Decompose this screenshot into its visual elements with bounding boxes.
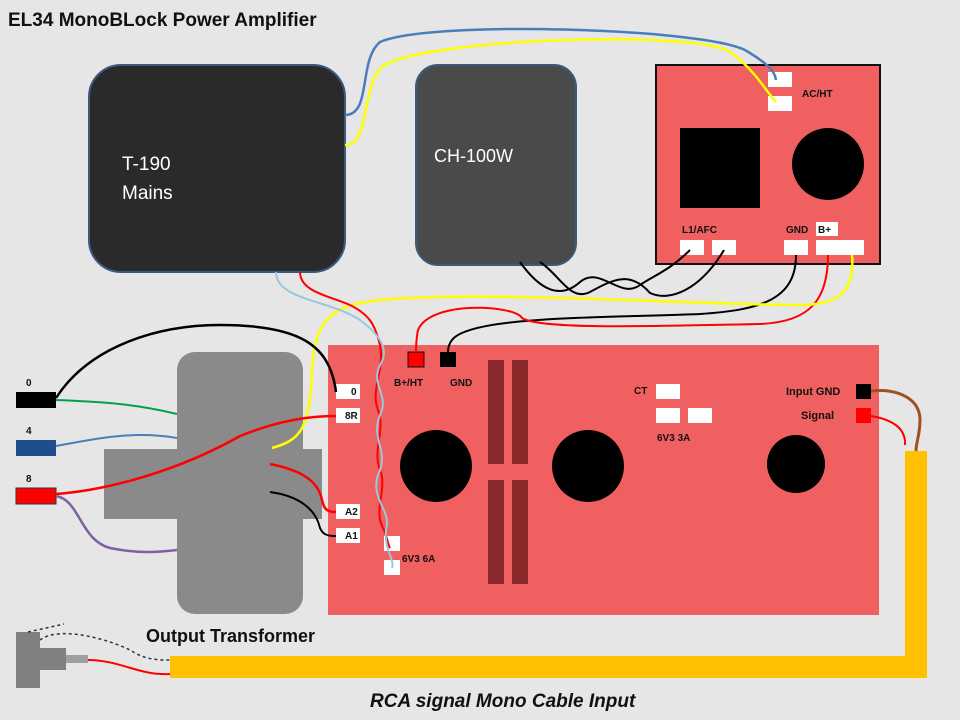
amp-tap-8r-pad <box>336 408 360 423</box>
psu-b-plus-pad-1 <box>816 240 840 255</box>
psu-gnd-label: GND <box>786 225 808 236</box>
psu-rectifier-square <box>680 128 760 208</box>
choke-twisted-wire-2 <box>539 249 725 297</box>
psu-b-plus-pad-2 <box>840 240 864 255</box>
amp-a1-pad <box>336 528 360 543</box>
amp-ct-label: CT <box>634 386 647 397</box>
ot-purple-wire <box>55 494 178 554</box>
speaker-terminal-8 <box>15 487 57 505</box>
rca-dashed-wire-2 <box>27 623 65 633</box>
ot-red-wire-8 <box>55 414 337 496</box>
amp-input-gnd-terminal <box>856 384 871 399</box>
amp-tap-0-pad <box>336 384 360 399</box>
mains-yellow-wire <box>344 38 777 147</box>
ot-red-wire-a2 <box>269 462 337 514</box>
amp-a2-pad <box>336 504 360 519</box>
mains-red-wire <box>299 271 391 549</box>
psu-b-plus-label: B+ <box>818 225 831 236</box>
input-red-wire <box>870 415 907 446</box>
amp-b-plus-ht-label: B+/HT <box>394 378 423 389</box>
amp-heater-6a-label: 6V3 6A <box>402 554 435 565</box>
amp-tap-8r-label: 8R <box>345 411 359 422</box>
power-tube-2 <box>552 430 624 502</box>
heatsink-2-upper <box>512 360 528 464</box>
psu-b-plus-wire <box>415 254 829 353</box>
power-tube-1 <box>400 430 472 502</box>
speaker-terminal-0-label: 0 <box>26 378 32 389</box>
rca-plug-body <box>16 632 40 688</box>
rca-plug-tip <box>66 655 88 663</box>
choke <box>415 64 577 266</box>
output-transformer-winding <box>104 449 322 519</box>
ot-black-wire-a1 <box>269 491 337 537</box>
mains-transformer <box>88 64 346 273</box>
speaker-terminal-0 <box>16 392 56 408</box>
speaker-terminal-4 <box>16 440 56 456</box>
rca-red-wire <box>87 659 171 676</box>
amp-tap-0-label: 0 <box>351 387 357 398</box>
mains-transformer-label-1: T-190 <box>122 154 171 175</box>
rca-plug-pin <box>40 648 66 670</box>
heatsink-1-lower <box>488 480 504 584</box>
psu-l1-afc-label: L1/AFC <box>682 225 717 236</box>
amp-signal-terminal <box>856 408 871 423</box>
input-brown-wire <box>870 389 922 452</box>
heatsink-1-upper <box>488 360 504 464</box>
ot-green-wire <box>55 399 178 415</box>
psu-ac-ht-label: AC/HT <box>802 89 833 100</box>
output-transformer-label: Output Transformer <box>146 626 315 646</box>
diagram-caption: RCA signal Mono Cable Input <box>370 691 636 712</box>
amp-gnd-terminal <box>440 352 456 367</box>
speaker-terminal-8-label: 8 <box>26 474 32 485</box>
mains-transformer-label-2: Mains <box>122 183 173 204</box>
amp-a2-label: A2 <box>345 507 358 518</box>
amp-input-gnd-label: Input GND <box>786 386 840 398</box>
rca-signal-cable <box>170 451 927 678</box>
psu-b-plus-label-pad <box>816 222 838 236</box>
psu-gnd-pad <box>784 240 808 255</box>
psu-l1-pad-1 <box>680 240 704 255</box>
ot-blue-wire <box>55 434 178 447</box>
choke-label: CH-100W <box>434 146 513 166</box>
mains-blue-wire <box>344 27 778 117</box>
ot-black-wire-0 <box>54 323 338 399</box>
psu-l1-pad-2 <box>712 240 736 255</box>
amp-heater-3a-pad-2 <box>688 408 712 423</box>
diagram-title: EL34 MonoBLock Power Amplifier <box>8 10 317 31</box>
psu-ac-ht-pad-1 <box>768 72 792 87</box>
choke-twisted-wire-1 <box>519 249 691 292</box>
psu-yellow-b-plus-wire <box>271 254 854 450</box>
speaker-terminal-4-label: 4 <box>26 426 32 437</box>
amp-signal-label: Signal <box>801 410 834 422</box>
mains-lightblue-wire <box>275 271 394 569</box>
psu-gnd-wire <box>447 254 797 353</box>
amp-a1-label: A1 <box>345 531 358 542</box>
amp-gnd-label: GND <box>450 378 472 389</box>
amp-ct-pad <box>656 384 680 399</box>
amp-b-plus-terminal <box>407 351 425 368</box>
amp-heater-3a-pad-1 <box>656 408 680 423</box>
heatsink-2-lower <box>512 480 528 584</box>
amp-heater-3a-label: 6V3 3A <box>657 433 690 444</box>
driver-tube <box>767 435 825 493</box>
psu-capacitor <box>792 128 864 200</box>
